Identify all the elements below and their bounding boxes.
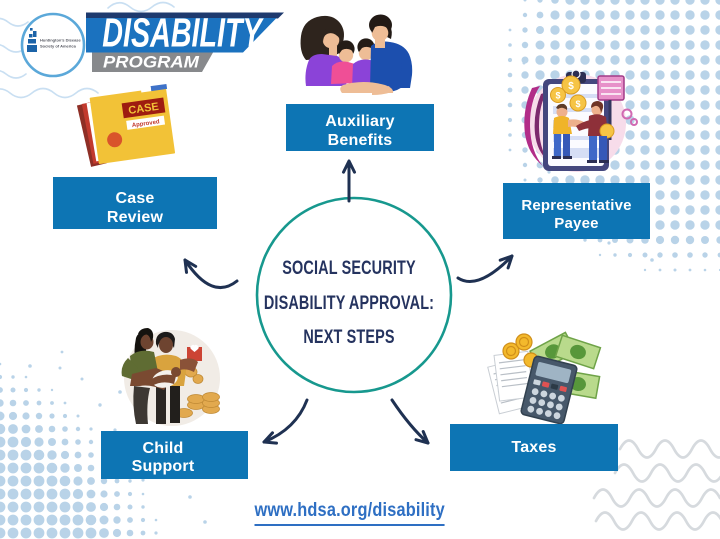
svg-text:DISABILITY: DISABILITY [102,11,264,56]
svg-text:Huntington’s Disease: Huntington’s Disease [40,38,82,43]
svg-text:Society of America: Society of America [40,44,77,49]
svg-text:$: $ [568,81,574,92]
svg-text:CASE: CASE [128,101,160,117]
svg-text:Approved: Approved [132,119,161,129]
svg-text:PROGRAM: PROGRAM [103,52,200,71]
svg-text:$: $ [575,99,580,109]
svg-text:$: $ [555,91,560,101]
